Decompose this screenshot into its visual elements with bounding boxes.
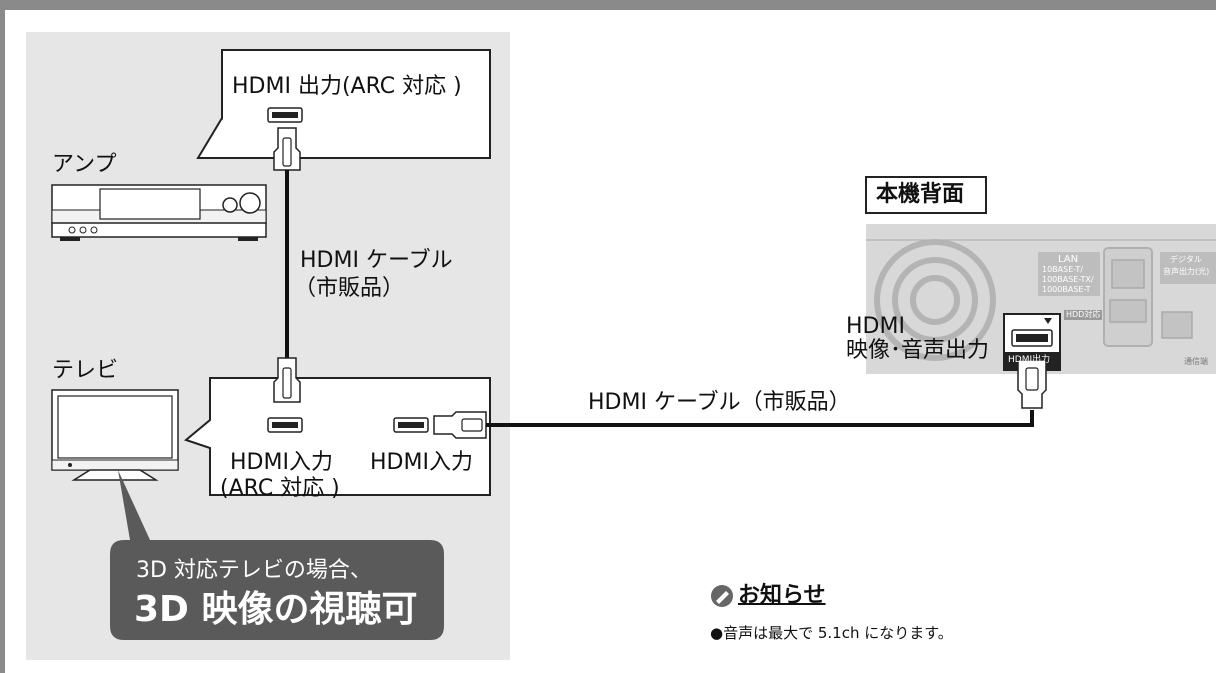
tv-input1-arc-label: (ARC 対応 ): [220, 476, 340, 501]
amp-output-callout: [196, 49, 491, 159]
3d-callout-line-1: 3D 対応テレビの場合、: [136, 558, 372, 583]
horizontal-cable-label: HDMI ケーブル（市販品）: [588, 390, 851, 415]
panel-digital-1: デジタル: [1170, 255, 1202, 264]
panel-hdd-label: HDD対応: [1064, 310, 1103, 320]
tv-device: [51, 389, 179, 481]
panel-hdmi-tag: HDMI出力: [1008, 355, 1051, 365]
tv-hdmi-plug-horizontal: [433, 411, 487, 439]
amp-hdmi-port: [267, 107, 303, 123]
panel-lan-label: LAN: [1058, 254, 1079, 265]
pencil-icon: [711, 585, 733, 607]
panel-digital-2: 音声出力(光): [1163, 267, 1210, 276]
left-border: [0, 0, 5, 673]
panel-comm-label: 通信端: [1184, 357, 1208, 366]
tv-label: テレビ: [52, 358, 119, 383]
amp-output-label: HDMI 出力(ARC 対応 ): [232, 74, 462, 99]
recorder-port-label-1: HDMI: [846, 314, 905, 339]
3d-callout-shape: [110, 470, 444, 640]
amp-device: [51, 184, 267, 241]
vertical-cable-label-2: （市販品）: [294, 276, 405, 301]
horizontal-cable: [486, 410, 1034, 427]
tv-hdmi-port-1: [267, 417, 303, 433]
recorder-title: 本機背面: [876, 182, 965, 207]
recorder-title-box: [865, 176, 987, 214]
3d-callout-line-2: 3D 映像の視聴可: [134, 589, 418, 630]
recorder-rear-panel: [866, 224, 1216, 374]
vertical-cable-label-1: HDMI ケーブル: [300, 248, 453, 273]
recorder-port-label-2: 映像･音声出力: [846, 338, 990, 363]
top-border: [0, 0, 1216, 10]
recorder-hdmi-plug: [1017, 359, 1047, 409]
note-title: お知らせ: [738, 583, 826, 608]
panel-lan-spec-3: 1000BASE-T: [1042, 285, 1091, 294]
tv-input2-label: HDMI入力: [370, 450, 473, 475]
panel-lan-spec-1: 10BASE-T/: [1042, 265, 1084, 274]
tv-input1-label: HDMI入力: [230, 450, 333, 475]
note-body: ●音声は最大で 5.1ch になります。: [710, 624, 953, 642]
tv-hdmi-port-2: [393, 417, 429, 433]
tv-input-callout: [183, 377, 491, 496]
panel-lan-spec-2: 100BASE-TX/: [1042, 275, 1094, 284]
tv-hdmi-plug-vertical: [273, 357, 301, 403]
amp-hdmi-plug: [273, 127, 301, 171]
amp-label: アンプ: [52, 152, 117, 177]
